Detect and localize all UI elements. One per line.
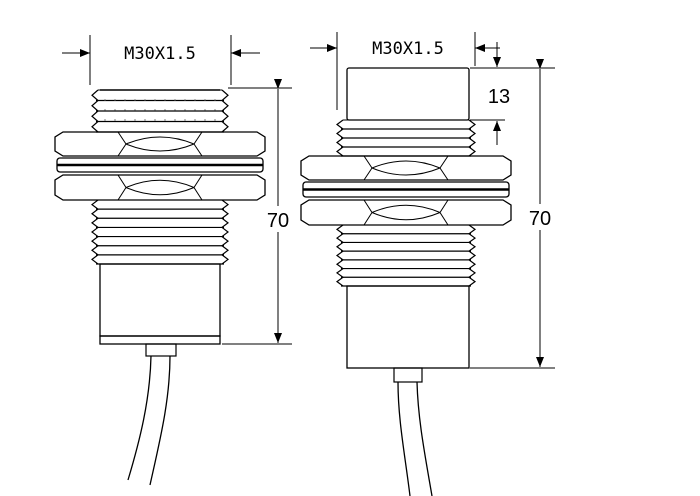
sensor-cap — [346, 67, 470, 121]
thread-dot — [184, 109, 186, 111]
nut-face — [117, 174, 203, 201]
thread-profile — [468, 119, 476, 157]
thread-dot — [104, 99, 106, 101]
right-thread-label: M30X1.5 — [372, 39, 444, 59]
thread-dot — [134, 109, 136, 111]
cable — [397, 381, 411, 496]
hex-nut — [54, 131, 266, 157]
nut-chamfer — [371, 160, 441, 176]
nut-chamfer — [125, 179, 195, 196]
cable — [149, 355, 171, 486]
thread-dot — [174, 109, 176, 111]
thread-dot — [124, 119, 126, 121]
thread-dot — [184, 99, 186, 101]
thread-profile — [91, 89, 99, 133]
thread-dot — [214, 109, 216, 111]
thread-profile — [91, 199, 99, 265]
thread-dot — [164, 99, 166, 101]
thread-dot — [124, 99, 126, 101]
thread-dot — [184, 119, 186, 121]
thread-dot — [204, 99, 206, 101]
thread-dot — [214, 99, 216, 101]
thread-dot — [134, 99, 136, 101]
body-end — [99, 335, 221, 345]
thread-dot — [214, 119, 216, 121]
left-thread-label: M30X1.5 — [124, 44, 196, 64]
left-length-label: 70 — [267, 210, 289, 232]
thread-dot — [194, 99, 196, 101]
nut-face — [363, 199, 449, 226]
thread-dot — [144, 119, 146, 121]
thread-dot — [104, 119, 106, 121]
nut-face — [117, 131, 203, 157]
nut-chamfer — [371, 204, 441, 221]
thread-dot — [194, 109, 196, 111]
left-sensor — [54, 35, 292, 486]
thread-dot — [154, 109, 156, 111]
right-sensor — [300, 32, 555, 496]
hex-nut — [54, 174, 266, 201]
thread-dot — [114, 119, 116, 121]
thread-dot — [164, 119, 166, 121]
thread-dot — [164, 109, 166, 111]
cable — [416, 381, 433, 496]
thread-dot — [154, 119, 156, 121]
thread-dot — [204, 119, 206, 121]
sensor-body — [346, 285, 470, 369]
thread-dot — [124, 109, 126, 111]
thread-dot — [174, 119, 176, 121]
thread-dot — [104, 109, 106, 111]
thread-dot — [194, 119, 196, 121]
cable-gland — [393, 367, 423, 383]
hex-nut — [300, 199, 512, 226]
nut-face — [363, 155, 449, 181]
thread-dot — [154, 99, 156, 101]
thread-profile — [335, 224, 345, 287]
thread-dot — [174, 99, 176, 101]
thread-profile — [221, 89, 229, 133]
thread-dot — [204, 109, 206, 111]
thread-dot — [134, 119, 136, 121]
thread-dot — [114, 99, 116, 101]
thread-profile — [221, 199, 229, 265]
thread-dot — [144, 99, 146, 101]
cable-gland — [145, 343, 177, 357]
sensor-body — [99, 263, 221, 337]
thread-profile — [336, 119, 344, 157]
right-length-label: 70 — [529, 208, 551, 230]
thread-profile — [467, 224, 477, 287]
right-cap-label: 13 — [488, 86, 510, 108]
cable — [127, 355, 152, 481]
hex-nut — [300, 155, 512, 181]
nut-chamfer — [125, 136, 195, 152]
thread-dot — [144, 109, 146, 111]
thread-dot — [114, 109, 116, 111]
